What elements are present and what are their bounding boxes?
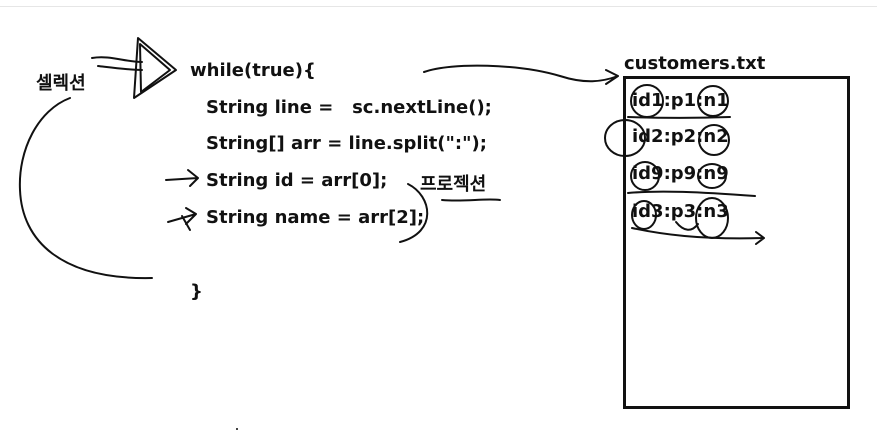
top-border-line	[0, 6, 877, 7]
projection-underline	[441, 198, 501, 202]
selection-annotation: 셀렉션	[36, 73, 86, 94]
code-line-split: String[] arr = line.split(":");	[206, 133, 487, 154]
file-box	[623, 76, 850, 409]
arrow-triangle-icon	[133, 37, 177, 99]
file-line-3: id9:p9:n9	[632, 163, 729, 184]
arrow-shaft	[91, 56, 143, 63]
projection-annotation: 프로젝션	[420, 174, 487, 195]
code-line-id: String id = arr[0];	[206, 170, 388, 191]
arrow-shaft-2	[97, 65, 143, 71]
code-line-name: String name = arr[2];	[206, 207, 425, 228]
file-line-4: id3:p3:n3	[632, 201, 729, 222]
code-line-readline: String line = sc.nextLine();	[206, 97, 492, 118]
code-line-while: while(true){	[190, 60, 316, 81]
arrow-id-icon	[165, 169, 199, 187]
arrow-name-icon	[167, 207, 197, 231]
file-line-1: id1:p1:n1	[632, 90, 729, 111]
file-arrow	[423, 64, 619, 85]
arrow-triangle-inner	[139, 43, 171, 93]
selection-loop-curve	[18, 97, 153, 280]
file-title: customers.txt	[624, 53, 766, 74]
file-line-2: id2:p2:n2	[632, 126, 729, 147]
stray-dot	[236, 428, 238, 430]
code-line-close-brace: }	[190, 281, 203, 302]
